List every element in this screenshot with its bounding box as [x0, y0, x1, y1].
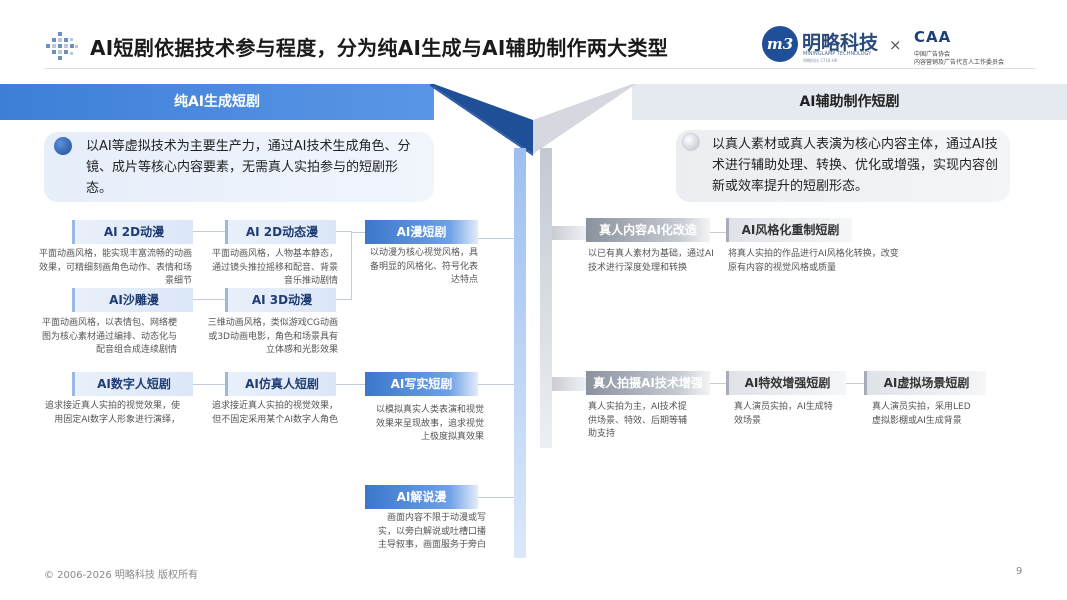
node-ai-meme-comic-desc: 平面动画风格，以表情包、网络梗图为核心素材通过编排、动态化与配音组合成连续剧情: [41, 318, 177, 355]
node-ai-2d-anime-desc: 平面动画风格，能实现丰富流畅的动画效果，可精细刻画角色动作、表情和场景细节: [38, 249, 192, 286]
node-ai-virtual-scene-drama-desc: 真人演员实拍，采用LED虚拟影棚或AI生成背景: [872, 402, 971, 426]
ai-assisted-trunk: [540, 148, 552, 448]
bullet-icon: [54, 137, 72, 155]
cma-committee: 内容营销及广告代言人工作委员会: [914, 59, 1005, 66]
node-real-shoot-ai-enhance-desc: 真人实拍为主，AI技术提供场景、特效、后期等辅助支持: [588, 402, 688, 439]
title-divider: [44, 68, 1036, 69]
connector-line: [351, 231, 352, 300]
decorative-dots-icon: [46, 32, 78, 60]
node-ai-digital-human-desc: 追求接近真人实拍的视觉效果，使用固定AI数字人形象进行演绎，: [44, 401, 180, 425]
connector-line: [193, 384, 226, 385]
page-number: 9: [1016, 566, 1023, 577]
brand-subtitle: MININGLAMP TECHNOLOGY: [803, 51, 872, 57]
node-ai-realistic-drama: AI写实短剧: [365, 372, 478, 396]
connector-line: [336, 231, 352, 232]
ai-assisted-banner: [632, 84, 1067, 120]
pure-ai-banner: [0, 84, 434, 120]
node-ai-3d-anime: AI 3D动漫: [225, 288, 336, 312]
node-ai-vfx-drama: AI特效增强短剧: [726, 371, 846, 395]
connector-line: [846, 383, 864, 384]
connector-line: [351, 232, 365, 233]
brand-ticker: 明略科技 2718.HK: [803, 58, 838, 63]
branch-notch: [552, 226, 586, 240]
node-ai-simulated-human-desc: 追求接近真人实拍的视觉效果，但不固定采用某个AI数字人角色: [211, 401, 338, 425]
pure-ai-summary: 以AI等虚拟技术为主要生产力，通过AI技术生成角色、分镜、成片等核心内容要素，无…: [86, 139, 411, 196]
node-ai-commentary-comic: AI解说漫: [365, 485, 478, 509]
node-real-content-ai-transform-desc: 以已有真人素材为基础，通过AI技术进行深度处理和转换: [588, 249, 714, 273]
center-chevron: [430, 84, 636, 156]
connector-line: [193, 231, 226, 232]
page-title: AI短剧依据技术参与程度，分为纯AI生成与AI辅助制作两大类型: [90, 36, 669, 60]
connector-line: [710, 383, 726, 384]
node-ai-commentary-comic-desc: 画面内容不限于动漫或写实，以旁白解说或吐槽口播主导叙事，画面服务于旁白: [377, 513, 486, 550]
minglue-logo: m3 明略科技 MININGLAMP TECHNOLOGY 明略科技 2718.…: [762, 24, 880, 66]
connector-line: [710, 232, 726, 233]
node-ai-virtual-scene-drama: AI虚拟场景短剧: [864, 371, 986, 395]
connector-line: [478, 497, 514, 498]
node-real-content-ai-transform: 真人内容AI化改造: [586, 218, 710, 242]
node-ai-vfx-drama-desc: 真人演员实拍，AI生成特效场景: [734, 402, 833, 426]
cma-logo: CAA 中国广告协会 内容营销及广告代言人工作委员会: [914, 28, 1038, 68]
cma-name: 中国广告协会: [914, 51, 951, 58]
node-ai-restyle-drama: AI风格化重制短剧: [726, 218, 852, 242]
copyright: © 2006-2026 明略科技 版权所有: [44, 570, 199, 581]
node-ai-3d-anime-desc: 三维动画风格，类似游戏CG动画或3D动画电影，角色和场景具有立体感和光影效果: [207, 318, 338, 355]
ai-assisted-summary-card: [676, 130, 1010, 202]
connector-line: [336, 384, 365, 385]
connector-line: [478, 384, 514, 385]
node-ai-meme-comic: AI沙雕漫: [72, 288, 193, 312]
node-ai-2d-anime: AI 2D动漫: [72, 220, 193, 244]
node-ai-comic-drama-desc: 以动漫为核心视觉风格，具备明显的风格化、符号化表达特点: [370, 248, 479, 285]
node-ai-2d-motion-desc: 平面动画风格，人物基本静态，通过镜头推拉摇移和配音、背景音乐推动剧情: [211, 249, 338, 286]
ai-assisted-summary: 以真人素材或真人表演为核心内容主体，通过AI技术进行辅助处理、转换、优化或增强，…: [712, 137, 999, 194]
collab-times-icon: ×: [889, 36, 902, 54]
ai-assisted-banner-label: AI辅助制作短剧: [799, 94, 900, 110]
node-ai-restyle-drama-desc: 将真人实拍的作品进行AI风格化转换，改变原有内容的视觉风格或质量: [728, 249, 899, 273]
node-ai-realistic-drama-desc: 以模拟真实人类表演和视觉效果来呈现故事，追求视觉上极度拟真效果: [375, 405, 484, 442]
brand-name: 明略科技: [802, 32, 879, 54]
pure-ai-banner-label: 纯AI生成短剧: [173, 94, 261, 110]
brand-mark-icon: m3: [762, 26, 798, 62]
node-ai-2d-motion: AI 2D动态漫: [225, 220, 336, 244]
branch-notch: [552, 377, 586, 391]
bullet-icon: [682, 133, 700, 151]
connector-line: [193, 299, 226, 300]
node-ai-comic-drama: AI漫短剧: [365, 220, 478, 244]
pure-ai-trunk: [514, 148, 526, 558]
connector-line: [478, 238, 514, 239]
node-real-shoot-ai-enhance: 真人拍摄AI技术增强: [586, 371, 710, 395]
node-ai-digital-human: AI数字人短剧: [72, 372, 193, 396]
pure-ai-summary-card: [44, 132, 434, 202]
cma-mark: CAA: [914, 28, 952, 46]
connector-line: [336, 299, 352, 300]
node-ai-simulated-human: AI仿真人短剧: [225, 372, 336, 396]
